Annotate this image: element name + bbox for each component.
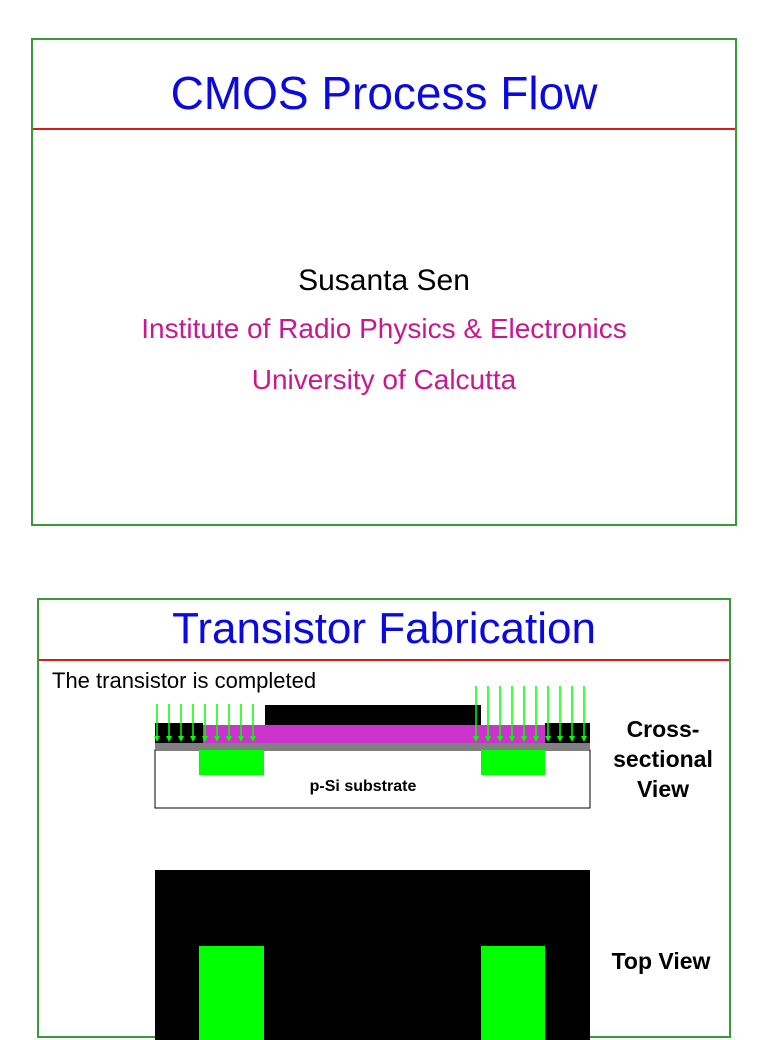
source-implant: [199, 750, 264, 775]
slide-title: CMOS Process Flow: [170, 67, 598, 119]
top-view-source: [199, 946, 264, 1040]
gate-contact-right: [545, 723, 590, 743]
top-view-label: Top View: [611, 948, 711, 974]
transistor-fabrication-slide: Transistor Fabrication The transistor is…: [37, 598, 731, 1040]
metal-top-layer: [265, 705, 481, 725]
title-slide: CMOS Process Flow Susanta Sen Institute …: [31, 38, 737, 526]
cross-sectional-view-label: Cross-sectional View: [613, 716, 713, 802]
implant-arrows: [154, 686, 587, 742]
title-divider: [33, 128, 735, 130]
slide-title: Transistor Fabrication: [172, 604, 596, 653]
top-view-drain: [481, 946, 545, 1040]
affiliation-institute: Institute of Radio Physics & Electronics: [141, 313, 627, 344]
slide-caption: The transistor is completed: [52, 668, 317, 693]
gate-contact-left: [155, 723, 203, 743]
drain-implant: [481, 750, 545, 775]
author-name: Susanta Sen: [298, 264, 470, 297]
title-divider: [39, 659, 729, 661]
affiliation-university: University of Calcutta: [251, 364, 517, 395]
cross-section: p-Si substrate: [154, 686, 591, 809]
substrate-label: p-Si substrate: [310, 778, 417, 795]
poly-gate-layer: [203, 725, 545, 743]
fabrication-diagram: p-Si substrate: [154, 686, 591, 1040]
top-view: [155, 870, 590, 1040]
oxide-layer: [155, 743, 590, 750]
